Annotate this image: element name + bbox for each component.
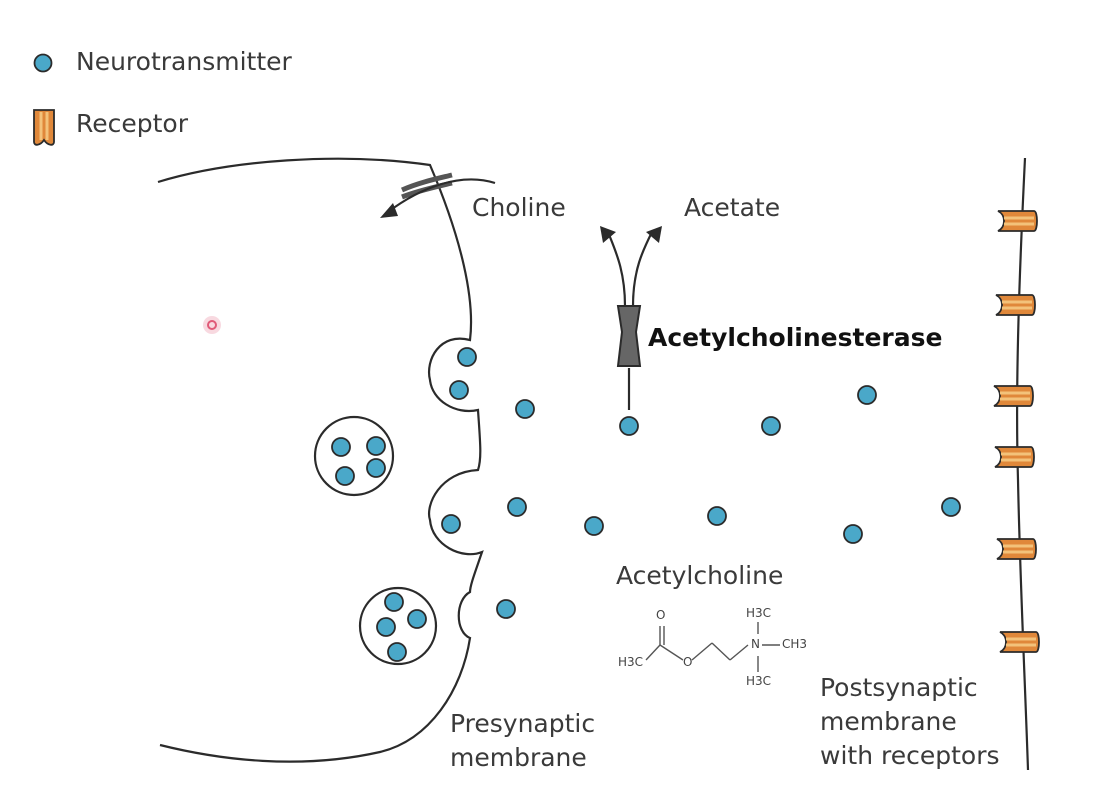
receptor bbox=[999, 631, 1040, 653]
neurotransmitter-molecule bbox=[761, 416, 781, 436]
receptor bbox=[993, 385, 1034, 407]
presynaptic-label-line2: membrane bbox=[450, 743, 587, 772]
receptor-layer bbox=[993, 210, 1040, 653]
neurotransmitter-molecule bbox=[407, 609, 427, 629]
neurotransmitter-molecule bbox=[441, 514, 461, 534]
structure-ch3-right: CH3 bbox=[782, 637, 808, 651]
vesicle bbox=[313, 415, 395, 497]
postsynaptic-label-line2: membrane bbox=[820, 707, 957, 736]
neurotransmitter-molecule bbox=[619, 416, 639, 436]
structure-h3c-top: H3C bbox=[746, 606, 772, 620]
neurotransmitter-molecule bbox=[366, 436, 386, 456]
structure-o-ester: O bbox=[683, 655, 693, 669]
acetylcholinesterase-label: Acetylcholinesterase bbox=[648, 323, 943, 352]
neurotransmitter-legend-icon bbox=[33, 53, 53, 73]
presynaptic-label-line1: Presynaptic bbox=[450, 709, 596, 738]
neurotransmitter-molecule bbox=[496, 599, 516, 619]
structure-h3c-bottom: H3C bbox=[746, 674, 772, 688]
presynaptic-membrane bbox=[157, 157, 484, 763]
neurotransmitter-molecule bbox=[387, 642, 407, 662]
legend-receptor-label: Receptor bbox=[76, 109, 188, 138]
postsynaptic-label-line3: with receptors bbox=[820, 741, 1000, 770]
structure-o-carbonyl: O bbox=[656, 608, 666, 622]
neurotransmitter-molecule bbox=[366, 458, 386, 478]
structure-h3c-left: H3C bbox=[618, 655, 644, 669]
neurotransmitter-molecule bbox=[857, 385, 877, 405]
neurotransmitter-molecule bbox=[515, 399, 535, 419]
acetate-label: Acetate bbox=[684, 193, 781, 222]
legend-neurotransmitter-label: Neurotransmitter bbox=[76, 47, 292, 76]
receptor bbox=[995, 294, 1036, 316]
neurotransmitter-molecule bbox=[457, 347, 477, 367]
choline-reuptake-arrow bbox=[380, 178, 496, 218]
neurotransmitter-molecule bbox=[941, 497, 961, 517]
neurotransmitter-layer bbox=[331, 347, 961, 662]
neurotransmitter-molecule bbox=[584, 516, 604, 536]
postsynaptic-label-line1: Postsynaptic bbox=[820, 673, 978, 702]
neurotransmitter-molecule bbox=[843, 524, 863, 544]
neurotransmitter-molecule bbox=[331, 437, 351, 457]
postsynaptic-membrane bbox=[1015, 157, 1030, 771]
choline-transporter bbox=[400, 172, 453, 200]
receptor bbox=[996, 538, 1037, 560]
cursor-marker bbox=[203, 316, 221, 334]
structure-n: N bbox=[751, 637, 760, 651]
receptor-legend-icon bbox=[33, 109, 55, 146]
neurotransmitter-molecule bbox=[335, 466, 355, 486]
receptor bbox=[997, 210, 1038, 232]
acetylcholinesterase-enzyme bbox=[600, 226, 662, 410]
choline-label: Choline bbox=[472, 193, 566, 222]
receptor bbox=[994, 446, 1035, 468]
acetylcholine-structure bbox=[645, 622, 780, 672]
neurotransmitter-molecule bbox=[384, 592, 404, 612]
acetylcholine-label: Acetylcholine bbox=[616, 561, 784, 590]
neurotransmitter-molecule bbox=[449, 380, 469, 400]
neurotransmitter-molecule bbox=[507, 497, 527, 517]
vesicle bbox=[358, 586, 438, 666]
neurotransmitter-molecule bbox=[707, 506, 727, 526]
neurotransmitter-molecule bbox=[376, 617, 396, 637]
